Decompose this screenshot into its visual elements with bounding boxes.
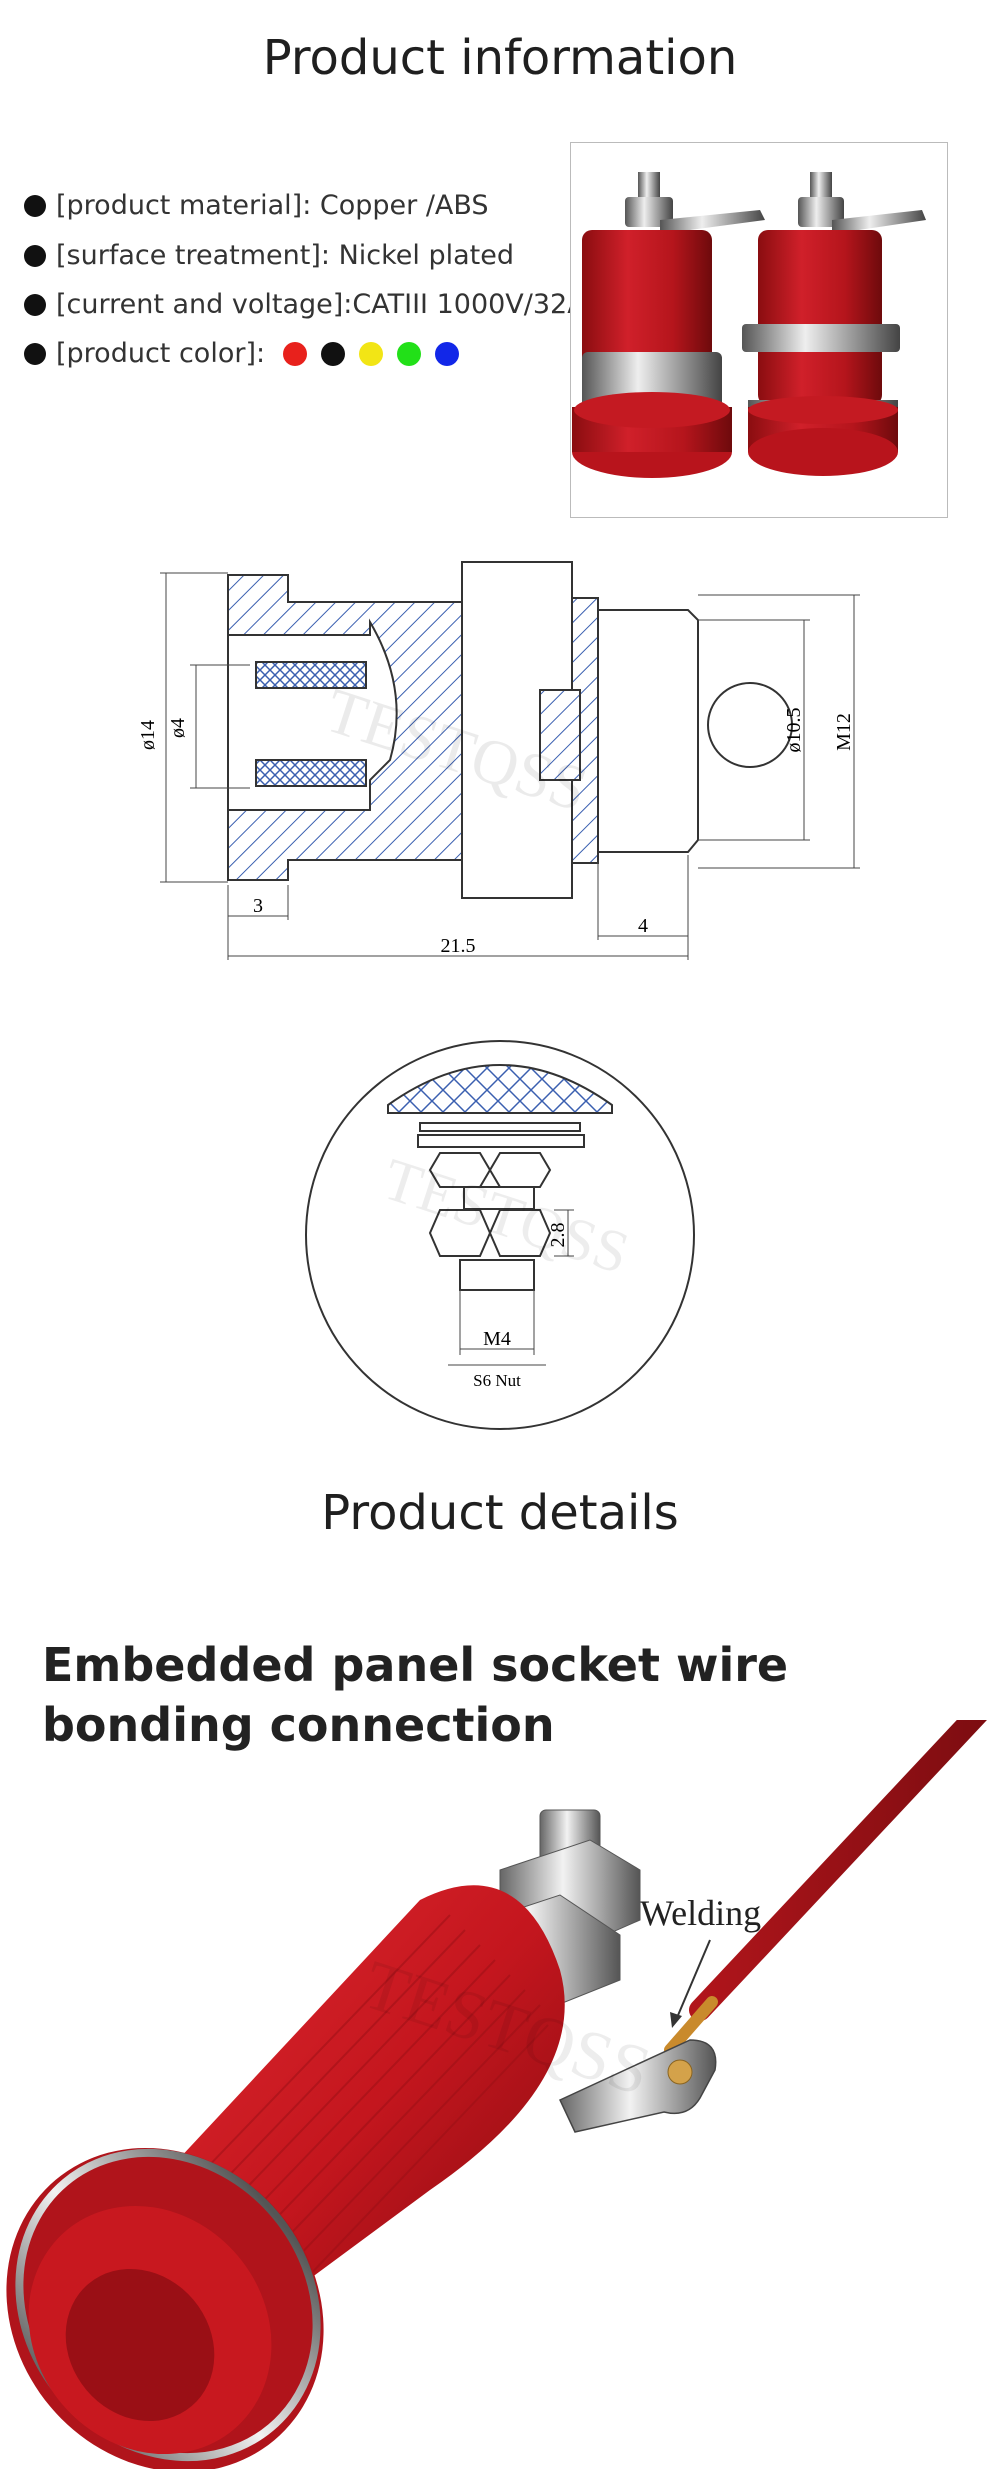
detail-heading-line2: bonding connection bbox=[42, 1698, 555, 1752]
bullet-icon bbox=[24, 342, 46, 365]
spec-surface-text: [surface treatment]: Nickel plated bbox=[56, 240, 514, 271]
spec-current-voltage-text: [current and voltage]:CATIII 1000V/32A bbox=[56, 289, 586, 320]
socket-left bbox=[572, 172, 765, 478]
color-swatch-blue bbox=[435, 341, 460, 366]
color-swatch-green bbox=[397, 341, 422, 366]
dim-phi14: ø14 bbox=[137, 720, 159, 750]
section-title-product-information: Product information bbox=[262, 30, 738, 86]
color-swatch-black bbox=[321, 341, 346, 366]
bullet-icon bbox=[24, 194, 46, 217]
bullet-icon bbox=[24, 244, 46, 267]
dim-2-8: 2.8 bbox=[547, 1223, 569, 1248]
technical-drawing-detail: 2.8 M4 S6 Nut TESTQSS bbox=[305, 1040, 695, 1430]
dim-phi4: ø4 bbox=[167, 718, 189, 738]
welding-label: Welding bbox=[640, 1893, 761, 1933]
spec-surface: [surface treatment]: Nickel plated bbox=[24, 240, 514, 271]
socket-wire-illustration: Welding TESTQSS bbox=[6, 1720, 987, 2469]
detail-heading-line1: Embedded panel socket wire bbox=[42, 1638, 789, 1692]
spec-material: [product material]: Copper /ABS bbox=[24, 190, 489, 221]
spec-color-text: [product color]: bbox=[56, 338, 266, 369]
product-photo bbox=[570, 142, 948, 518]
bullet-icon bbox=[24, 293, 46, 316]
spec-color: [product color]: bbox=[24, 338, 460, 369]
color-swatch-red bbox=[283, 341, 308, 366]
dim-m4: M4 bbox=[483, 1328, 511, 1350]
dim-4: 4 bbox=[638, 915, 648, 937]
detail-heading: Embedded panel socket wire bonding conne… bbox=[42, 1635, 788, 1755]
color-swatch-yellow bbox=[359, 341, 384, 366]
spec-current-voltage: [current and voltage]:CATIII 1000V/32A bbox=[24, 289, 586, 320]
dim-21-5: 21.5 bbox=[441, 935, 476, 957]
section-title-product-details: Product details bbox=[321, 1485, 679, 1541]
spec-material-text: [product material]: Copper /ABS bbox=[56, 190, 489, 221]
socket-right bbox=[742, 172, 926, 476]
technical-drawing-section: ø14 ø4 ø10.5 M12 3 4 21.5 TESTQSS bbox=[137, 561, 860, 960]
dim-m12: M12 bbox=[833, 713, 855, 751]
dim-3: 3 bbox=[253, 895, 263, 917]
nut-label: S6 Nut bbox=[473, 1371, 521, 1390]
dim-phi10-5: ø10.5 bbox=[783, 708, 805, 753]
